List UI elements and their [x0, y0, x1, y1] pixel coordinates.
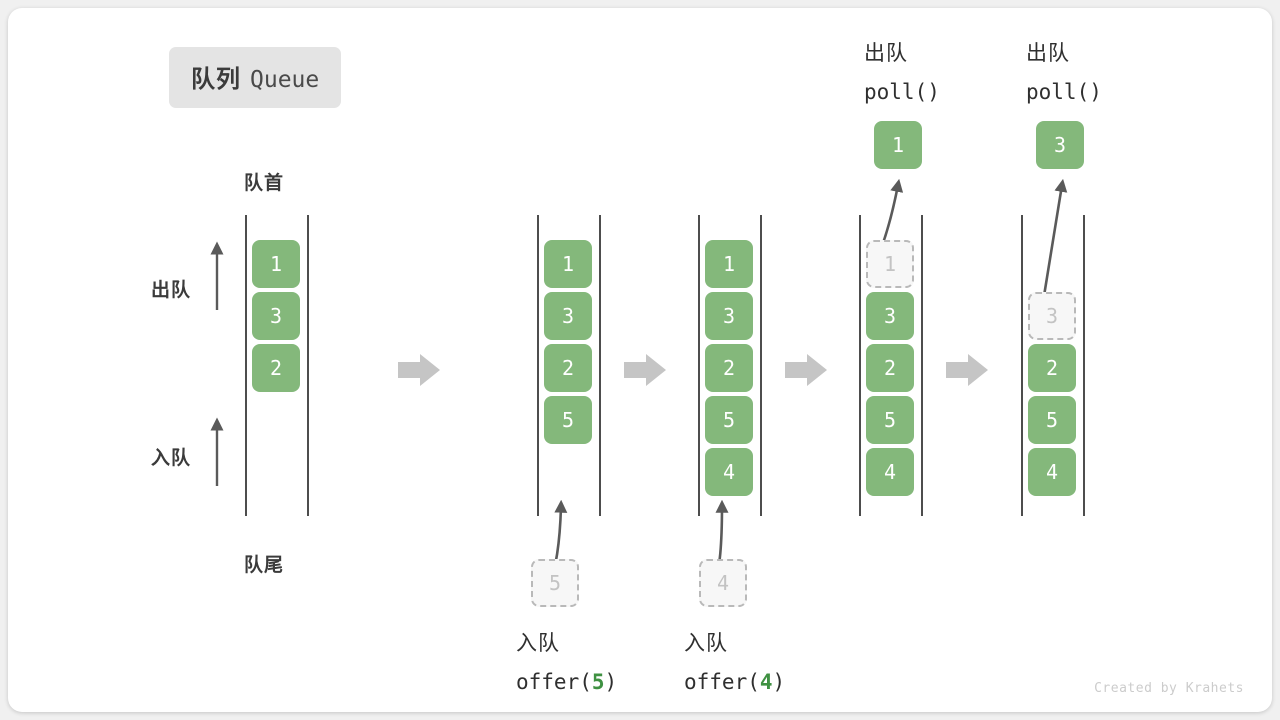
operation-label: 入队 offer(5)	[516, 626, 617, 700]
operation-label-cn: 出队	[1026, 42, 1070, 65]
queue-cell: 3	[252, 292, 300, 340]
queue-cell: 1	[252, 240, 300, 288]
pending-element: 4	[699, 559, 747, 607]
queue-cell: 5	[705, 396, 753, 444]
dequeue-direction-label: 出队	[151, 280, 192, 301]
title-cn: 队列	[191, 66, 241, 93]
operation-label-cn: 出队	[864, 42, 908, 65]
popped-element: 1	[874, 121, 922, 169]
operation-label-cn: 入队	[684, 632, 728, 655]
operation-label-cn: 入队	[516, 632, 560, 655]
queue-cell: 2	[866, 344, 914, 392]
pending-element: 5	[531, 559, 579, 607]
operation-label: 出队 poll()	[864, 36, 940, 110]
queue-head-label: 队首	[244, 173, 285, 194]
queue-cell: 2	[252, 344, 300, 392]
queue-cell: 5	[544, 396, 592, 444]
operation-label-code: offer(4)	[684, 670, 786, 694]
queue-cell: 4	[705, 448, 753, 496]
title-en: Queue	[250, 67, 320, 93]
queue-rail-left	[245, 215, 247, 516]
operation-argument: 5	[591, 670, 605, 694]
queue-cell: 3	[705, 292, 753, 340]
operation-label-code: poll()	[864, 80, 940, 104]
queue-rail-left	[698, 215, 700, 516]
queue-rail-right	[1083, 215, 1085, 516]
operation-label-code: offer(5)	[516, 670, 618, 694]
queue-cell: 2	[1028, 344, 1076, 392]
queue-cell: 3	[544, 292, 592, 340]
queue-cell: 4	[866, 448, 914, 496]
queue-cell: 4	[1028, 448, 1076, 496]
queue-rail-right	[307, 215, 309, 516]
diagram-title-badge: 队列 Queue	[169, 47, 342, 108]
credit-text: Created by Krahets	[1094, 681, 1244, 696]
enqueue-direction-label: 入队	[151, 448, 192, 469]
queue-cell: 2	[544, 344, 592, 392]
queue-cell-ghost: 3	[1028, 292, 1076, 340]
queue-rail-right	[760, 215, 762, 516]
operation-label: 出队 poll()	[1026, 36, 1102, 110]
queue-rail-right	[921, 215, 923, 516]
queue-cell-ghost: 1	[866, 240, 914, 288]
popped-element: 3	[1036, 121, 1084, 169]
queue-rail-right	[599, 215, 601, 516]
queue-cell: 1	[544, 240, 592, 288]
queue-rail-left	[1021, 215, 1023, 516]
queue-cell: 5	[866, 396, 914, 444]
operation-argument: 4	[759, 670, 773, 694]
queue-cell: 5	[1028, 396, 1076, 444]
queue-cell: 2	[705, 344, 753, 392]
queue-cell: 1	[705, 240, 753, 288]
queue-tail-label: 队尾	[244, 555, 285, 576]
operation-label-code: poll()	[1026, 80, 1102, 104]
queue-rail-left	[859, 215, 861, 516]
operation-label: 入队 offer(4)	[684, 626, 785, 700]
queue-cell: 3	[866, 292, 914, 340]
queue-rail-left	[537, 215, 539, 516]
